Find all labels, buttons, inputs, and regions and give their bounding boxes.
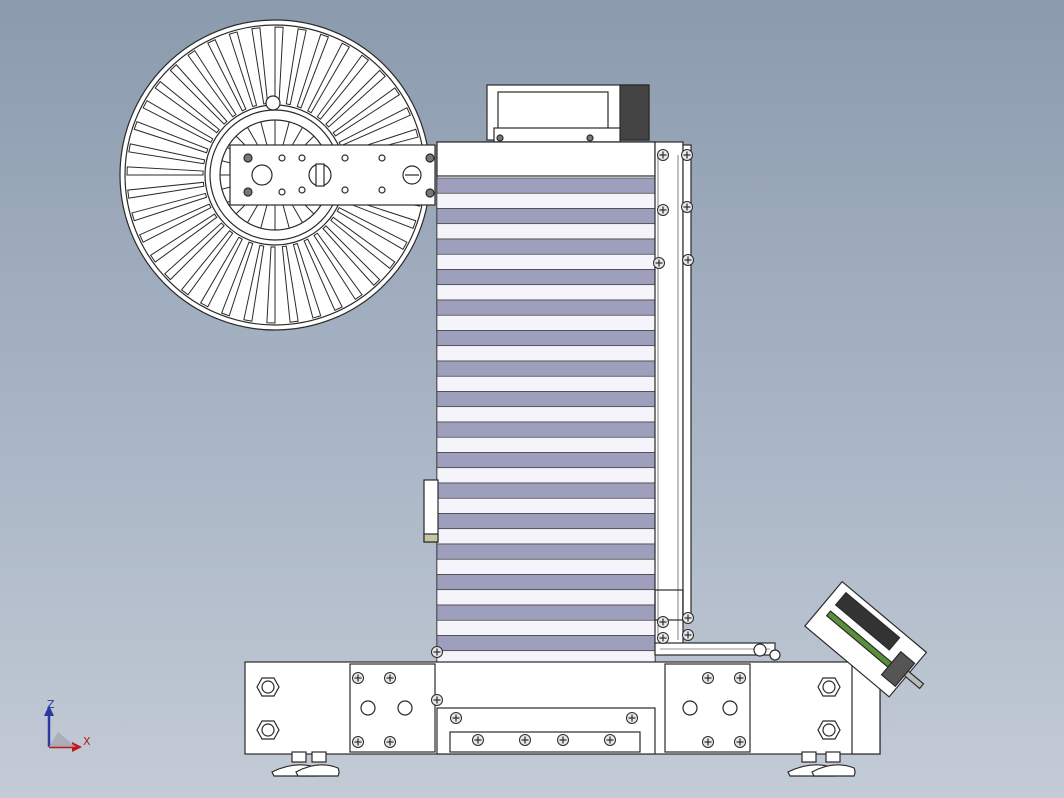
reel-spoke (138, 203, 212, 243)
reel-spoke (292, 242, 322, 319)
bracket-hole (341, 186, 349, 194)
reel-spoke (325, 69, 386, 128)
reel-spoke (169, 64, 228, 125)
top-motor-housing (486, 84, 650, 143)
sensor-lens (834, 591, 901, 651)
bracket-bolt (243, 153, 253, 163)
bracket-slot (315, 163, 325, 187)
reel-spoke (199, 236, 243, 308)
reel-spoke (330, 216, 396, 270)
reel-spoke (207, 38, 247, 112)
reel-spoke (142, 99, 214, 143)
screw-set (352, 149, 746, 748)
reel-spoke (149, 213, 218, 263)
leveling-feet (271, 751, 856, 777)
column-top-cap (436, 141, 656, 177)
bracket-bolt (425, 153, 435, 163)
bracket-hole (298, 154, 306, 162)
right-guide-rail (654, 141, 692, 645)
reel-spoke (285, 28, 307, 106)
reel-spoke (336, 207, 408, 251)
bracket-hole (378, 186, 386, 194)
central-stack-column (436, 141, 656, 741)
base-center-block (436, 707, 656, 755)
reel-spoke (164, 222, 225, 281)
x-axis-arrow (72, 742, 82, 752)
reel-spoke (180, 230, 234, 296)
z-axis-arrow (44, 705, 54, 716)
reel-spoke (316, 54, 370, 120)
bracket-hole (298, 186, 306, 194)
reel-top-hole (265, 95, 281, 111)
side-tab-foot (423, 533, 439, 543)
x-axis-label: X (83, 735, 91, 748)
bracket-hole (341, 154, 349, 162)
reel-spoke (322, 225, 381, 286)
reel-spoke (266, 246, 276, 324)
reel-spoke (154, 80, 220, 134)
linkage-arm (654, 642, 781, 661)
bracket-hole (278, 188, 286, 196)
reel-spoke (243, 244, 265, 322)
bracket-hole (278, 154, 286, 162)
reel-spoke (332, 87, 401, 137)
bracket-bolt (243, 187, 253, 197)
hex-nuts (256, 677, 841, 740)
stack-plates (436, 177, 656, 667)
reel-spoke (127, 181, 205, 199)
bracket-bolt (425, 188, 435, 198)
tilted-sensor-module (804, 580, 928, 698)
bracket-hole (378, 154, 386, 162)
bracket-axle-hole (251, 164, 273, 186)
reel-spoke (220, 241, 254, 317)
motor-end-cap (619, 84, 650, 141)
reel-spoke (313, 232, 363, 301)
reel-spoke (281, 245, 299, 323)
reel-spoke (128, 143, 206, 165)
reel-spoke (228, 31, 258, 108)
reel-spoke (133, 120, 209, 154)
triad-origin (49, 732, 76, 747)
reel-spoke (296, 33, 330, 109)
z-axis-label: Z (47, 698, 55, 711)
reel-spokes (126, 26, 424, 324)
sensor-pin (903, 670, 925, 690)
reel-spoke (307, 42, 351, 114)
reel-spoke (303, 238, 343, 312)
reel-spoke (131, 192, 208, 222)
reel-spoke (126, 166, 204, 176)
rail-body (654, 141, 684, 645)
reel-mount-bracket (229, 144, 436, 206)
reel-spoke (187, 49, 237, 118)
cable-reel (119, 19, 431, 331)
